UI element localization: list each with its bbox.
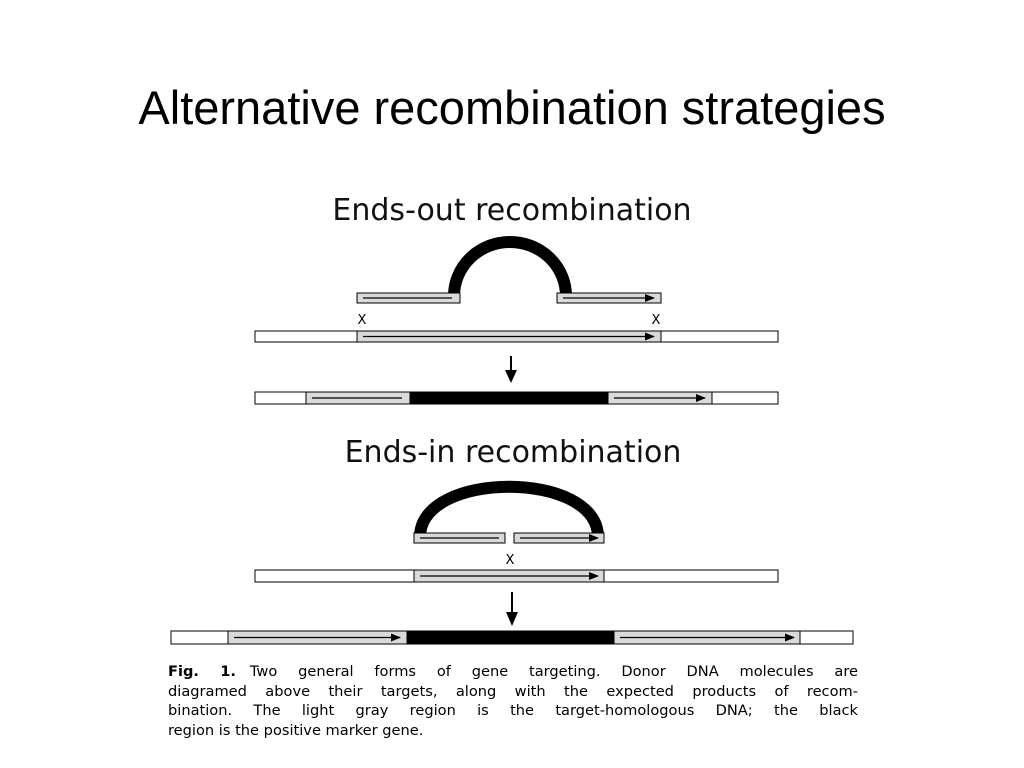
ends-in-target: [254, 569, 779, 583]
caption-line-2: diagramed above their targets, along wit…: [168, 682, 858, 700]
ends-in-down-arrow: [506, 592, 518, 626]
caption-line-4: region is the positive marker gene.: [168, 721, 424, 739]
caption-line-1: Fig. 1.Two general forms of gene targeti…: [168, 663, 858, 680]
ends-in-marker-arc: [414, 480, 604, 538]
figure-caption: Fig. 1.Two general forms of gene targeti…: [168, 662, 858, 740]
ends-out-product-marker: [409, 391, 609, 405]
caption-line-3: bination. The light gray region is the t…: [168, 702, 858, 719]
ends-out-target: [254, 330, 779, 343]
ends-in-title: Ends-in recombination: [345, 435, 682, 470]
ends-out-title: Ends-out recombination: [332, 193, 691, 228]
ends-in-product: [170, 630, 854, 645]
caption-label: Fig. 1.: [168, 663, 236, 680]
ends-out-marker-arc: [448, 236, 572, 297]
ends-out-product: [254, 391, 779, 405]
ends-in-crossover: X: [506, 553, 515, 568]
ends-out-crossover-right: X: [652, 313, 661, 328]
slide-title: Alternative recombination strategies: [138, 81, 886, 134]
ends-out-down-arrow: [505, 356, 517, 383]
ends-in-donor: [413, 480, 605, 544]
ends-out-crossover-left: X: [358, 313, 367, 328]
ends-out-donor: [356, 236, 662, 304]
ends-in-product-marker: [406, 630, 615, 645]
